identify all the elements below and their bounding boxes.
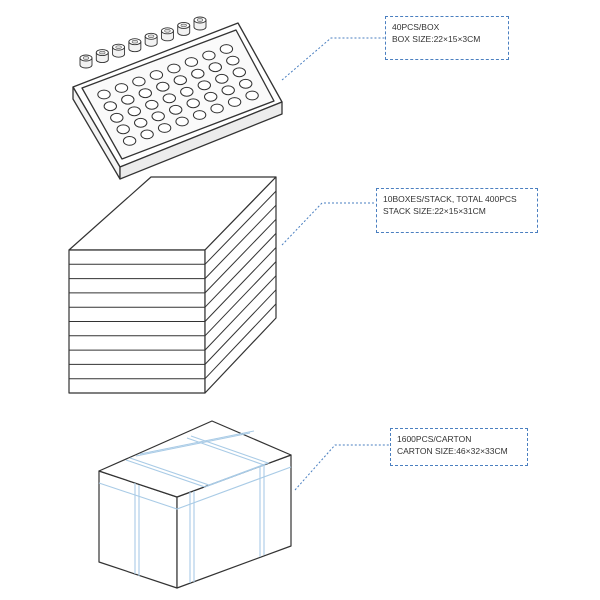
tray-cell bbox=[173, 75, 188, 86]
tray-cell bbox=[132, 76, 146, 87]
callout-carton-line-2: CARTON SIZE:46×32×33CM bbox=[397, 446, 508, 456]
tray-cell bbox=[175, 116, 189, 127]
tray-cell bbox=[103, 101, 118, 112]
loose-vials-row bbox=[79, 16, 207, 69]
vial bbox=[95, 49, 109, 64]
tray-cell bbox=[232, 67, 247, 78]
callout-box-line-2: BOX SIZE:22×15×3CM bbox=[392, 34, 481, 44]
tray-cell bbox=[227, 97, 242, 107]
tray-side-right bbox=[119, 101, 283, 180]
vial bbox=[144, 32, 158, 47]
strap-crosswise-1 bbox=[98, 466, 292, 510]
tray-cell bbox=[156, 81, 170, 92]
vial bbox=[128, 38, 142, 53]
strap-lengthwise-2 bbox=[129, 435, 270, 486]
callout-carton: 1600PCS/CARTON CARTON SIZE:46×32×33CM bbox=[390, 428, 528, 466]
tray-cell bbox=[219, 44, 234, 54]
vial bbox=[79, 54, 93, 69]
tray-inner bbox=[81, 29, 275, 160]
callout-stack: 10BOXES/STACK, TOTAL 400PCS STACK SIZE:2… bbox=[376, 188, 538, 233]
tray-cell bbox=[138, 88, 153, 99]
callout-stack-line-2: STACK SIZE:22×15×31CM bbox=[383, 206, 486, 216]
tray-cell bbox=[162, 93, 177, 104]
tray-illustration bbox=[72, 16, 283, 180]
stack-layer-side bbox=[204, 289, 277, 365]
carton-illustration bbox=[98, 420, 292, 589]
stack-layer-side bbox=[204, 261, 277, 337]
tray-cell bbox=[110, 112, 124, 123]
tray-cell bbox=[145, 99, 159, 110]
tray-cell bbox=[202, 50, 216, 61]
tray-cell bbox=[197, 80, 212, 91]
tray-cell bbox=[149, 70, 164, 80]
carton-top-face bbox=[98, 420, 292, 498]
leader-line-stack bbox=[281, 202, 376, 246]
tray-cell bbox=[134, 117, 148, 128]
tray-cell bbox=[157, 123, 172, 133]
tray-cell bbox=[180, 86, 194, 97]
tray-cell bbox=[114, 83, 129, 93]
stack-layer-side bbox=[204, 233, 277, 308]
tray-cell bbox=[226, 55, 240, 66]
tray-cell bbox=[169, 104, 183, 115]
tray-cell bbox=[97, 89, 111, 100]
tray-cell-grid bbox=[97, 44, 259, 146]
tray-cell bbox=[245, 90, 259, 101]
callout-box-line-1: 40PCS/BOX bbox=[392, 22, 440, 32]
callout-stack-line-1: 10BOXES/STACK, TOTAL 400PCS bbox=[383, 194, 517, 204]
vial bbox=[193, 16, 207, 31]
stack-layer-side bbox=[204, 218, 277, 294]
strap-crosswise-2 bbox=[135, 432, 251, 457]
tray-cell bbox=[208, 62, 223, 73]
vial bbox=[112, 43, 126, 58]
tray-cell bbox=[221, 85, 235, 96]
strap-crosswise-3 bbox=[139, 430, 255, 455]
stack-layer-side bbox=[204, 190, 277, 265]
stack-layer-side bbox=[204, 275, 277, 351]
vial bbox=[177, 21, 191, 36]
carton-straps bbox=[98, 430, 292, 583]
stack-layer-side bbox=[204, 247, 277, 322]
stack-layer-lines bbox=[69, 190, 277, 380]
callout-carton-line-1: 1600PCS/CARTON bbox=[397, 434, 472, 444]
stack-layer-side bbox=[204, 204, 277, 279]
stack-illustration bbox=[68, 176, 277, 394]
tray-cell bbox=[239, 78, 253, 89]
tray-cell bbox=[116, 124, 130, 135]
tray-cell bbox=[127, 106, 142, 117]
stack-layer-side bbox=[204, 303, 277, 380]
tray-cell bbox=[192, 110, 207, 120]
tray-cell bbox=[184, 57, 199, 67]
tray-cell bbox=[186, 98, 200, 109]
tray-cell bbox=[210, 103, 224, 114]
tray-cell bbox=[167, 63, 181, 74]
tray-cell bbox=[121, 94, 135, 105]
tray-cell bbox=[215, 73, 229, 84]
tray-cell bbox=[151, 111, 165, 122]
tray-cell bbox=[140, 129, 154, 140]
tray-cell bbox=[191, 68, 205, 79]
leader-line-carton bbox=[294, 444, 390, 491]
tray-cell bbox=[122, 136, 137, 146]
leader-line-box bbox=[281, 37, 385, 81]
callout-box: 40PCS/BOX BOX SIZE:22×15×3CM bbox=[385, 16, 509, 60]
vial bbox=[160, 27, 174, 42]
tray-cell bbox=[204, 91, 218, 102]
